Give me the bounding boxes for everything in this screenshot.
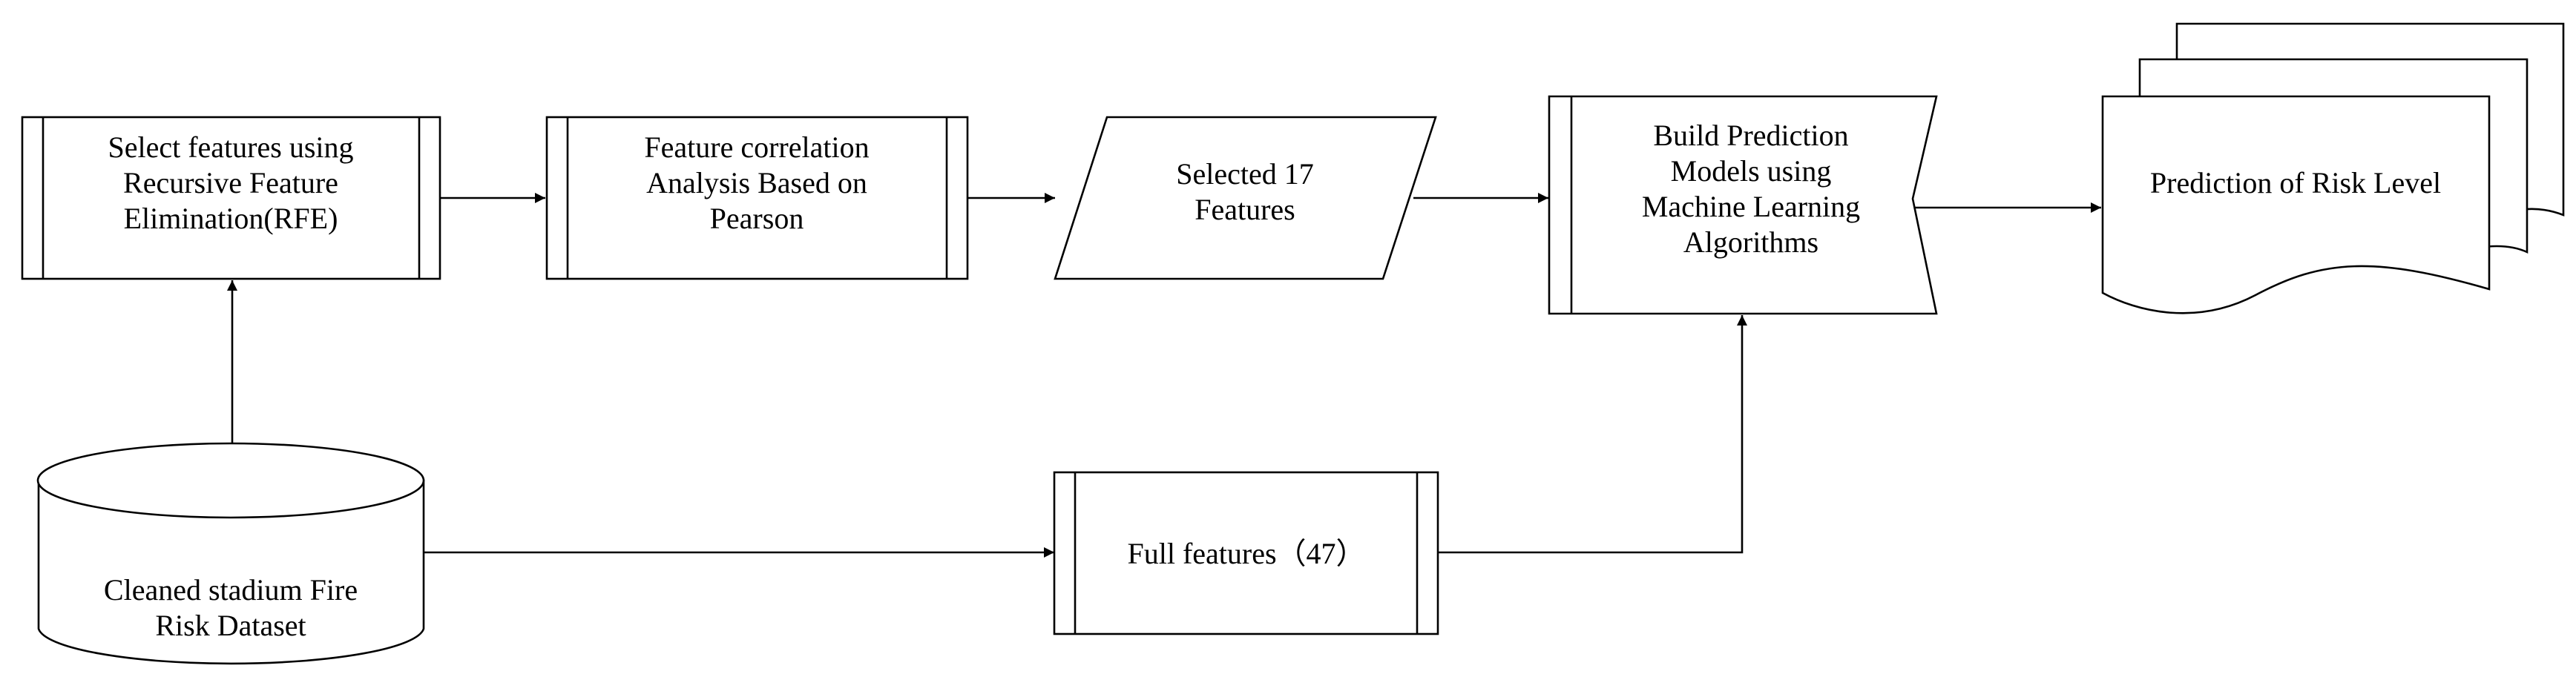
label-line: Elimination(RFE) <box>124 202 338 235</box>
arrow-full-features-to-models <box>1438 315 1747 554</box>
label-line: Feature correlation <box>644 130 869 164</box>
node-prediction-label: Prediction of Risk Level <box>2150 166 2441 199</box>
label-line: Select features using <box>108 130 354 164</box>
label-line: Full features（47） <box>1127 537 1365 570</box>
label-line: Recursive Feature <box>123 166 338 199</box>
node-prediction-documents: Prediction of Risk Level <box>2101 22 2565 314</box>
label-line: Analysis Based on <box>646 166 867 199</box>
label-line: Pearson <box>710 202 804 235</box>
label-line: Risk Dataset <box>155 609 306 642</box>
connectors <box>227 193 2101 558</box>
label-line: Machine Learning <box>1642 190 1860 223</box>
label-line: Build Prediction <box>1653 119 1848 152</box>
label-line: Cleaned stadium Fire <box>104 573 358 607</box>
label-line: Selected 17 <box>1176 157 1314 191</box>
label-line: Models using <box>1671 154 1832 188</box>
label-line: Prediction of Risk Level <box>2150 166 2441 199</box>
node-full-features: Full features（47） <box>1053 471 1439 635</box>
node-full-features-label: Full features（47） <box>1127 537 1365 570</box>
label-line: Features <box>1195 193 1295 226</box>
label-line: Algorithms <box>1683 225 1818 259</box>
